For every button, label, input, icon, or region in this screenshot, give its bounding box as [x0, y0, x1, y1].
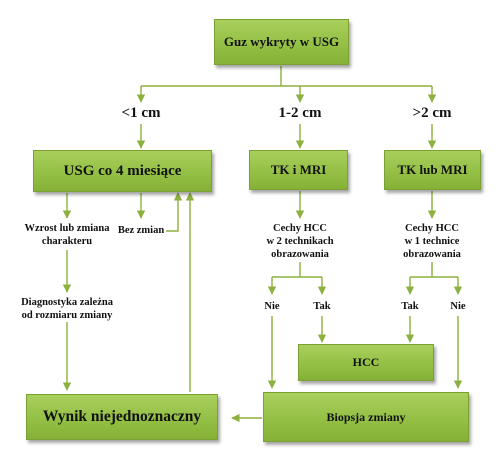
label-diagnostyka-line1: Diagnostyka zależna	[21, 297, 113, 308]
node-guz-wykryty-text: Guz wykryty w USG	[223, 34, 340, 49]
node-hcc: HCC	[298, 344, 434, 381]
node-wynik-text: Wynik niejednoznaczny	[42, 408, 202, 425]
label-tak-right: Tak	[401, 301, 419, 312]
label-cechy2-line1: Cechy HCC	[273, 223, 327, 234]
label-cechy2-line2: w 2 technikach	[266, 236, 334, 247]
node-tk-lub-mri-text: TK lub MRI	[397, 162, 468, 177]
loop-bezzmian-usg	[166, 192, 183, 232]
node-usg-co-4-miesiace: USG co 4 miesiące	[33, 150, 212, 192]
node-guz-wykryty: Guz wykryty w USG	[214, 19, 349, 65]
node-tk-i-mri: TK i MRI	[249, 150, 348, 190]
label-cechy1-line1: Cechy HCC	[405, 223, 459, 234]
label-cechy-2-techniki: Cechy HCC w 2 technikach obrazowania	[256, 222, 344, 261]
label-lt1cm: <1 cm	[121, 105, 161, 121]
label-cechy1-line2: w 1 technice	[404, 236, 460, 247]
label-tak-left: Tak	[313, 301, 331, 312]
node-biopsja-zmiany: Biopsja zmiany	[263, 392, 469, 442]
node-usg-text: USG co 4 miesiące	[63, 162, 182, 179]
label-nie-left: Nie	[264, 301, 280, 312]
label-wzrost: Wzrost lub zmiana charakteru	[6, 222, 128, 248]
label-cechy-1-technika: Cechy HCC w 1 technice obrazowania	[390, 222, 474, 261]
label-diagnostyka: Diagnostyka zależna od rozmiaru zmiany	[10, 296, 124, 322]
node-hcc-text: HCC	[352, 355, 380, 369]
node-biopsja-text: Biopsja zmiany	[326, 409, 406, 424]
label-gt2cm: >2 cm	[412, 105, 452, 121]
node-tk-i-mri-text: TK i MRI	[270, 162, 327, 177]
label-wzrost-line2: charakteru	[41, 236, 93, 247]
label-wzrost-line1: Wzrost lub zmiana	[24, 223, 110, 234]
label-1-2cm: 1-2 cm	[278, 105, 322, 121]
node-wynik-niejednoznaczny: Wynik niejednoznaczny	[26, 394, 218, 440]
label-bez-zmian: Bez zmian	[117, 225, 165, 236]
node-tk-lub-mri: TK lub MRI	[384, 150, 481, 190]
label-cechy1-line3: obrazowania	[403, 249, 461, 260]
label-cechy2-line3: obrazowania	[271, 249, 329, 260]
label-nie-right: Nie	[450, 301, 466, 312]
label-diagnostyka-line2: od rozmiaru zmiany	[21, 310, 113, 321]
